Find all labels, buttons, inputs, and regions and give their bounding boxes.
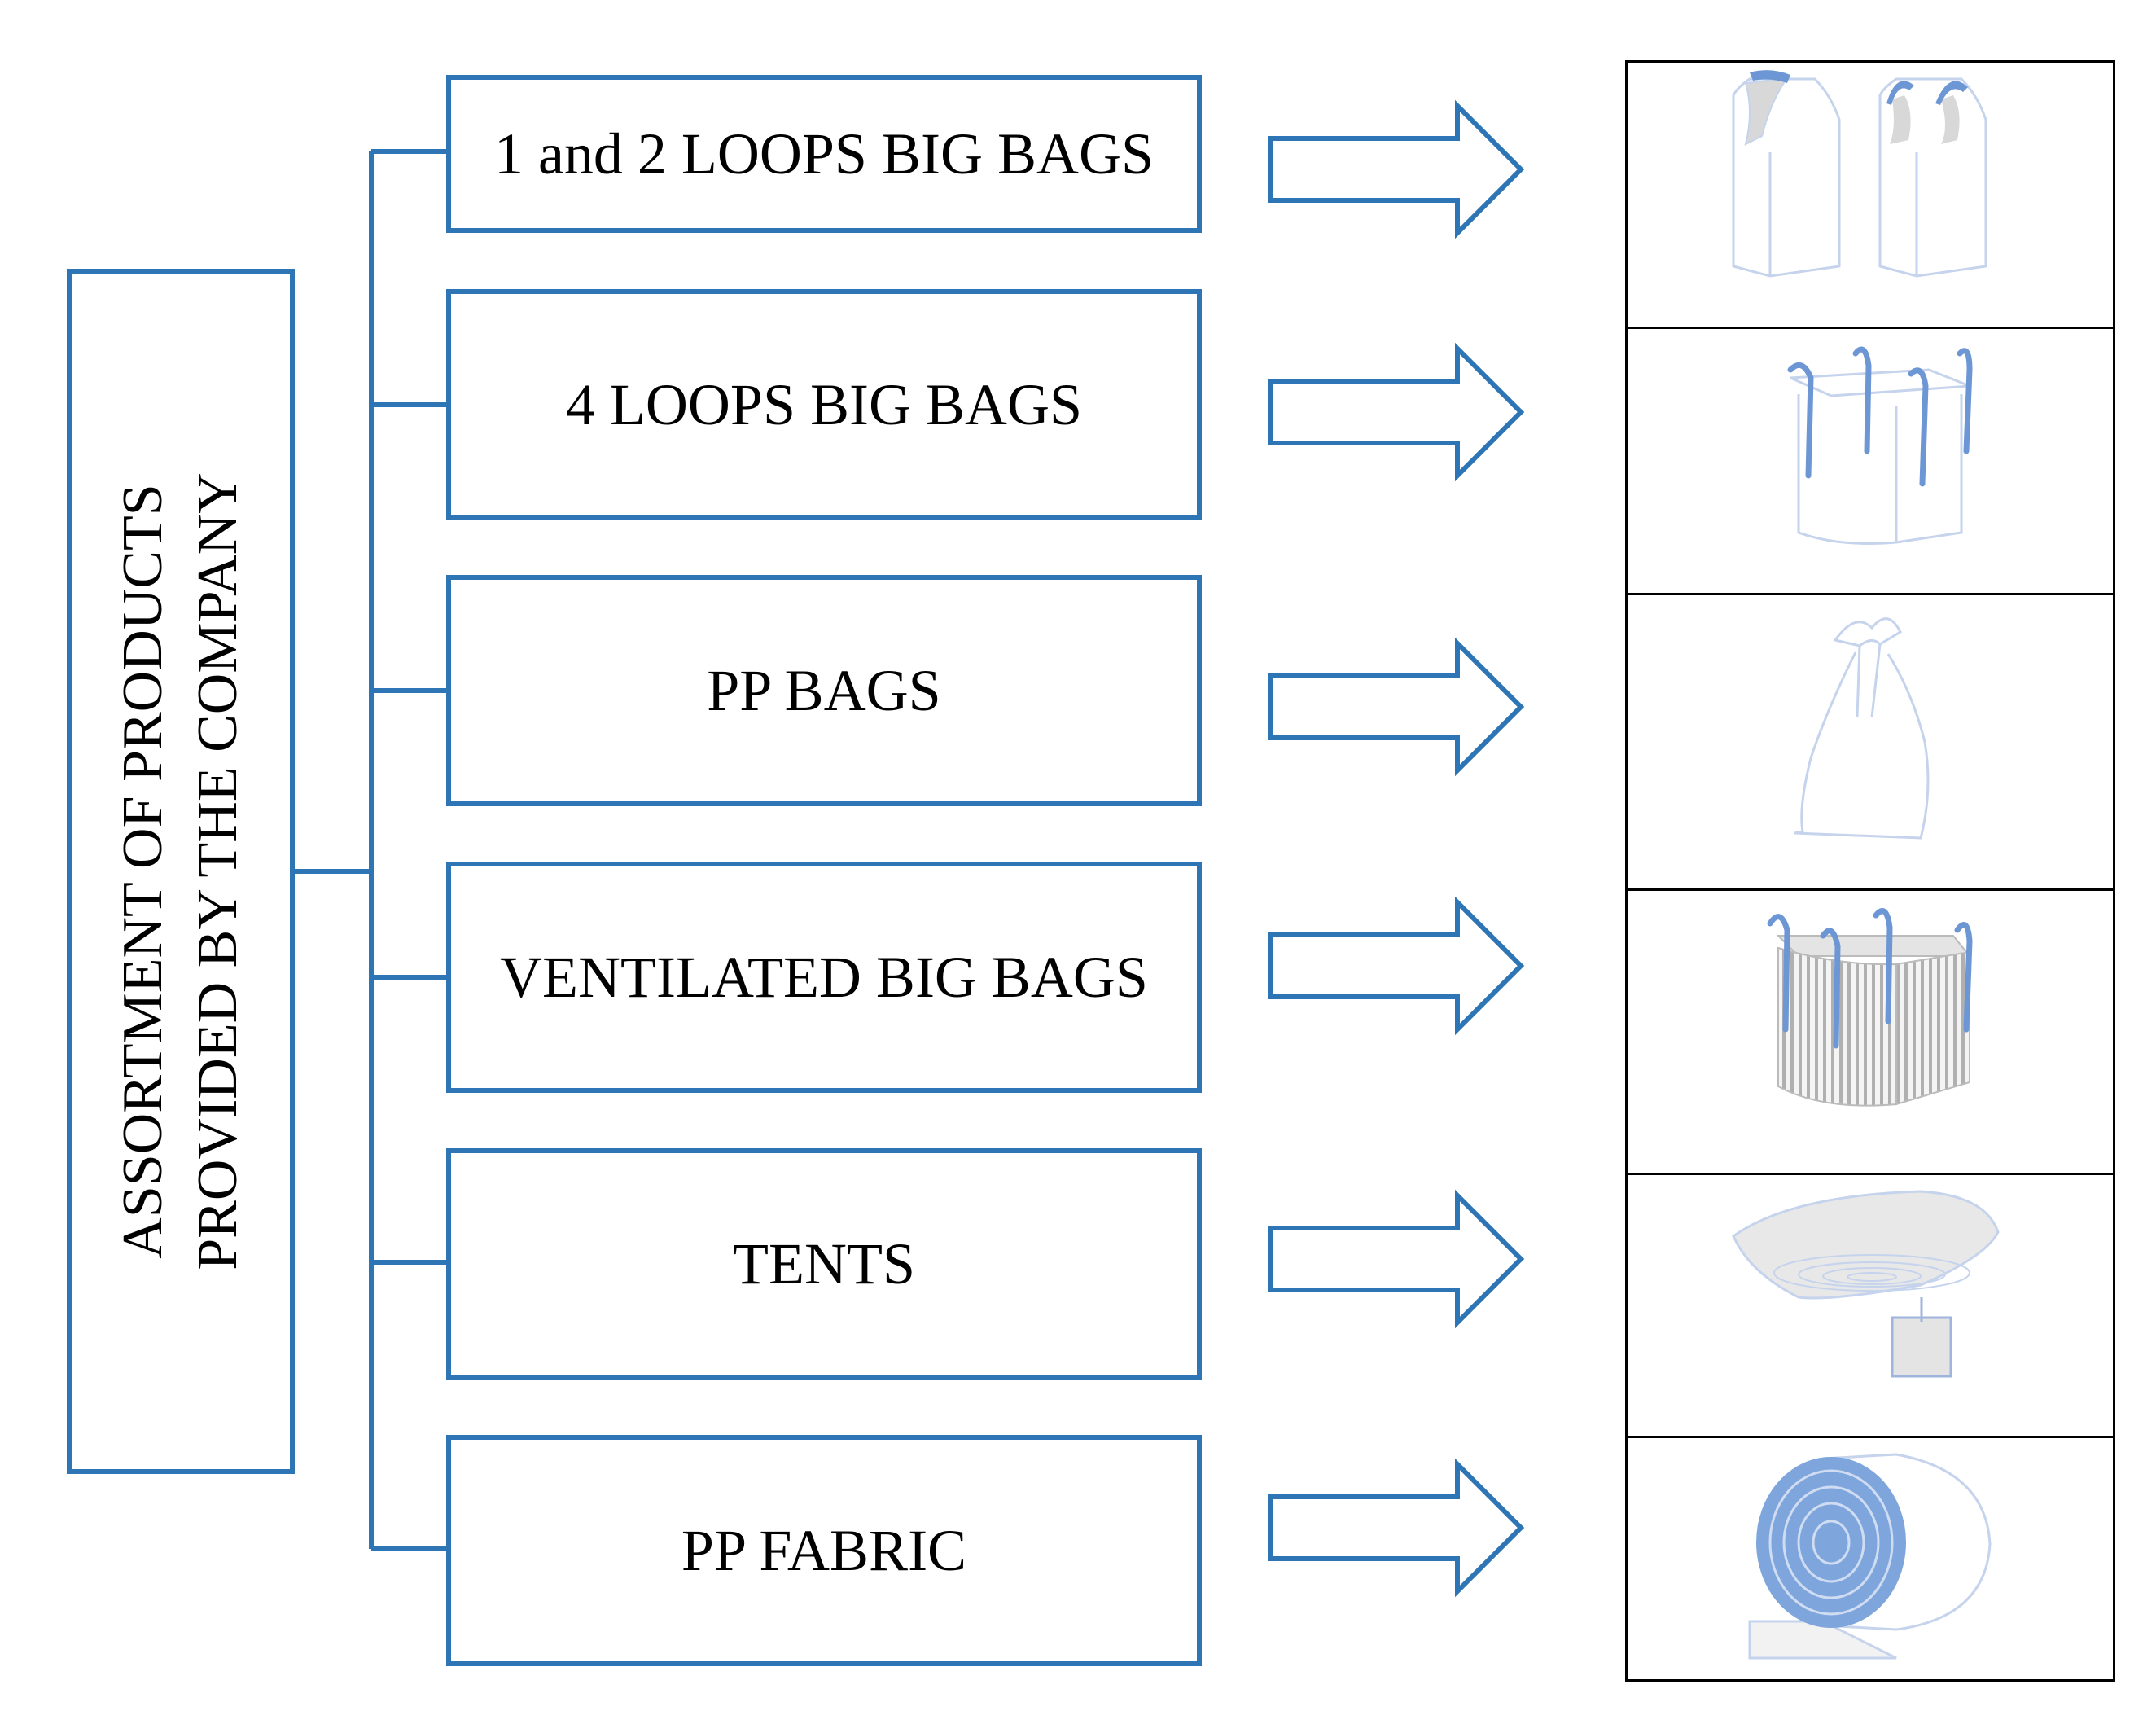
category-label: VENTILATED BIG BAGS	[500, 944, 1148, 1010]
category-box-tents: TENTS	[446, 1148, 1202, 1380]
arrow-right-icon	[1268, 1189, 1525, 1329]
image-cell-4-loops	[1625, 327, 2115, 595]
image-cell-pp-bags	[1625, 593, 2115, 891]
category-label: PP FABRIC	[681, 1517, 967, 1583]
one-two-loop-big-bags-icon	[1732, 70, 1987, 278]
arrow-right-icon	[1268, 637, 1525, 777]
category-label: 1 and 2 LOOPS BIG BAGS	[493, 121, 1155, 186]
arrow-right-icon	[1268, 342, 1525, 482]
four-loop-big-bag-icon	[1787, 346, 1973, 545]
tent-icon	[1732, 1190, 2000, 1378]
category-box-pp-bags: PP BAGS	[446, 575, 1202, 806]
category-label: PP BAGS	[707, 657, 941, 723]
image-cell-tents	[1625, 1173, 2115, 1438]
image-cell-pp-fabric	[1625, 1436, 2115, 1682]
category-box-pp-fabric: PP FABRIC	[446, 1435, 1202, 1666]
category-label: TENTS	[733, 1230, 915, 1296]
category-box-1-2-loops: 1 and 2 LOOPS BIG BAGS	[446, 75, 1202, 233]
pp-fabric-roll-icon	[1748, 1453, 1992, 1660]
arrow-right-icon	[1268, 1458, 1525, 1598]
assortment-root-box: ASSORTMENT OF PRODUCTS PROVIDED BY THE C…	[67, 269, 295, 1474]
arrow-right-icon	[1268, 99, 1525, 239]
category-label: 4 LOOPS BIG BAGS	[565, 371, 1083, 437]
image-cell-ventilated	[1625, 888, 2115, 1175]
arrow-right-icon	[1268, 896, 1525, 1036]
image-cell-1-2-loops	[1625, 60, 2115, 329]
ventilated-big-bag-icon	[1767, 908, 1973, 1107]
category-box-ventilated: VENTILATED BIG BAGS	[446, 862, 1202, 1093]
pp-bag-icon	[1794, 617, 1930, 840]
category-box-4-loops: 4 LOOPS BIG BAGS	[446, 289, 1202, 520]
